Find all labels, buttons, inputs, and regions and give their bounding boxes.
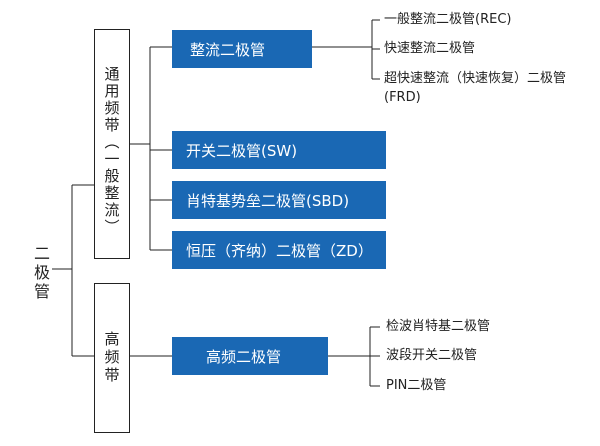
high-frequency-diode-box: 高频二极管 [172,337,328,375]
vertical-char: 用 [104,82,120,100]
vertical-char: 般 [104,167,120,185]
leaf-band-switch: 波段开关二极管 [386,348,478,363]
leaf-detector-schottky: 检波肖特基二极管 [386,319,491,334]
category-general-box: 通用频带︵一般整流︶ [94,29,130,259]
vertical-char: 通 [104,65,120,83]
vertical-char: 频 [104,99,120,117]
vertical-char: ︶ [104,218,120,236]
vertical-char: ︵ [104,133,120,151]
leaf-ultrafast-rectifier: 超快速整流（快速恢复）二极管 [384,71,567,86]
vertical-char: 频 [104,348,120,366]
schottky-diode-label: 肖特基势垒二极管(SBD) [186,191,350,210]
schottky-diode-box: 肖特基势垒二极管(SBD) [172,181,386,219]
zener-diode-label: 恒压（齐纳）二极管（ZD） [186,241,373,260]
rectifier-diode-box: 整流二极管 [172,30,312,68]
vertical-char: 一 [104,150,120,168]
high-frequency-diode-label: 高频二极管 [206,347,282,366]
vertical-char: 高 [104,330,120,348]
leaf-rec: 一般整流二极管(REC) [384,12,512,27]
category-high-label: 高频带 [95,330,129,384]
vertical-char: 流 [104,201,120,219]
leaf-frd: (FRD) [384,90,421,105]
leaf-pin: PIN二极管 [386,378,447,393]
vertical-char: 带 [104,366,120,384]
vertical-char: 二 [33,244,50,263]
rectifier-diode-label: 整流二极管 [190,40,266,59]
zener-diode-box: 恒压（齐纳）二极管（ZD） [172,231,386,269]
category-general-label: 通用频带︵一般整流︶ [95,66,129,236]
leaf-fast-rectifier: 快速整流二极管 [384,41,476,56]
vertical-char: 整 [104,184,120,202]
switching-diode-box: 开关二极管(SW) [172,131,386,169]
vertical-char: 管 [33,282,50,301]
vertical-char: 极 [33,263,50,282]
category-high-box: 高频带 [94,283,130,433]
root-label: 二极管 [32,244,52,301]
switching-diode-label: 开关二极管(SW) [186,141,298,160]
vertical-char: 带 [104,116,120,134]
